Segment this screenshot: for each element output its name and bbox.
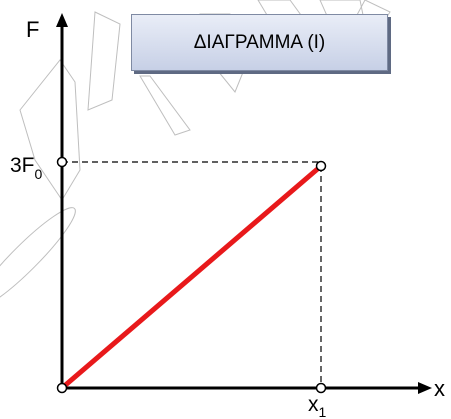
end-point [315, 160, 327, 172]
diagram-title-text: ΔΙΑΓΡΑΜΜΑ (Ι) [193, 31, 326, 53]
x-tick-label: x1 [308, 393, 327, 419]
y-axis-label: F [26, 17, 39, 42]
x-axis-label: x [434, 376, 445, 401]
diagram-title: ΔΙΑΓΡΑΜΜΑ (Ι) [131, 14, 388, 71]
origin-point [56, 382, 68, 394]
y-tick-point [56, 156, 68, 168]
x-tick-point [315, 382, 327, 394]
y-tick-label: 3F0 [10, 154, 43, 182]
y-axis-arrow [56, 13, 68, 27]
series-line [59, 163, 324, 391]
x-axis-arrow [418, 382, 432, 394]
